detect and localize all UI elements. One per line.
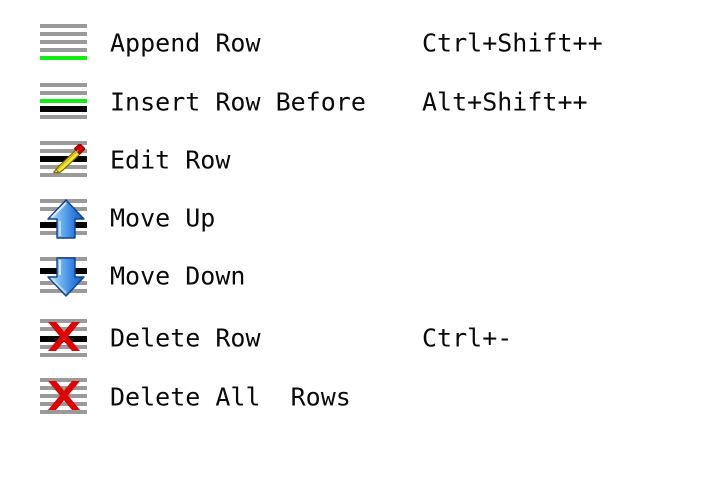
menu-item-label: Edit Row	[110, 145, 231, 175]
menu-item-shortcut: Alt+Shift++	[422, 87, 588, 117]
delete-all-rows-icon	[40, 377, 87, 417]
menu-item-label: Delete All Rows	[110, 382, 351, 412]
menu-item-label: Insert Row Before	[110, 87, 366, 117]
menu-item-label: Delete Row	[110, 323, 261, 353]
menu-item-move-down[interactable]: Move Down	[0, 247, 725, 305]
menu-item-insert-row-before[interactable]: Insert Row Before Alt+Shift++	[0, 73, 725, 131]
menu-item-shortcut: Ctrl+-	[422, 323, 513, 353]
insert-row-before-icon	[40, 82, 87, 122]
edit-row-icon	[40, 140, 87, 180]
menu-item-move-up[interactable]: Move Up	[0, 189, 725, 247]
menu-item-delete-all-rows[interactable]: Delete All Rows	[0, 368, 725, 426]
menu-item-shortcut: Ctrl+Shift++	[422, 28, 603, 58]
move-down-icon	[40, 256, 87, 297]
move-up-icon	[40, 198, 87, 239]
menu-item-label: Append Row	[110, 28, 261, 58]
delete-row-icon	[40, 318, 87, 358]
menu-item-label: Move Down	[110, 261, 246, 291]
append-row-icon	[40, 23, 87, 63]
menu-item-append-row[interactable]: Append Row Ctrl+Shift++	[0, 14, 725, 72]
menu-item-delete-row[interactable]: Delete Row Ctrl+-	[0, 309, 725, 367]
menu-item-edit-row[interactable]: Edit Row	[0, 131, 725, 189]
menu-item-label: Move Up	[110, 203, 216, 233]
